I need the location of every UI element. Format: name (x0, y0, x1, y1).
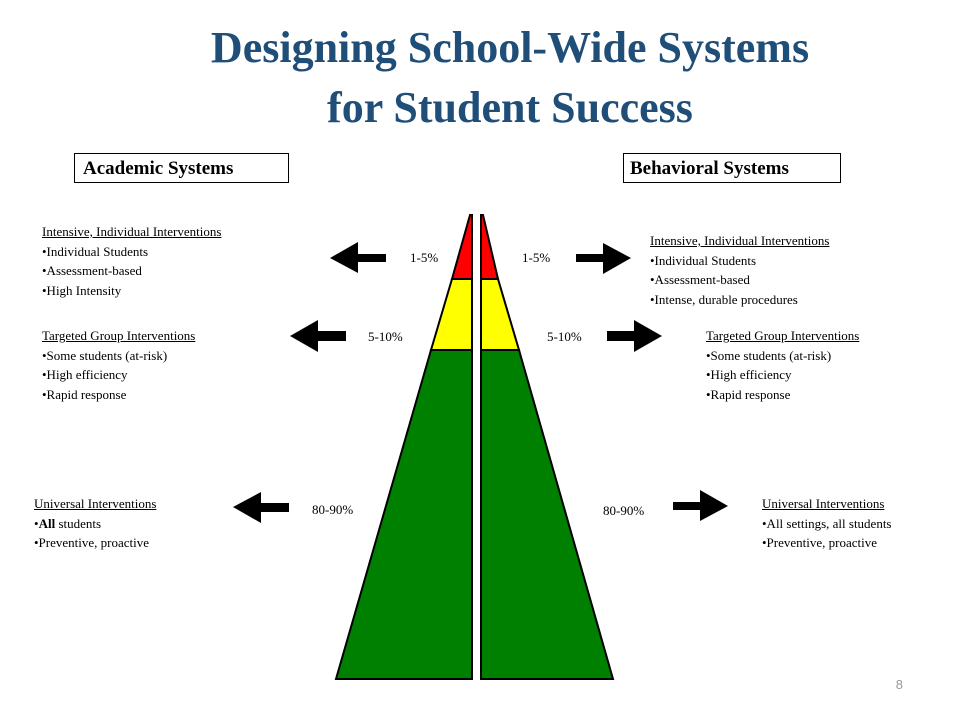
behavioral-targeted-percent: 5-10% (547, 329, 582, 344)
bullet-emphasis: All (38, 515, 56, 531)
behavioral-universal-bullet: •Preventive, proactive (762, 535, 878, 550)
behavioral-universal-percent: 80-90% (603, 503, 645, 518)
behavioral-targeted-bullet: •Some students (at-risk) (706, 347, 832, 363)
academic-intensive-block: Intensive, Individual Interventions •Ind… (42, 222, 221, 300)
behavioral-systems-header: Behavioral Systems (623, 153, 841, 183)
behavioral-intensive-bullet: •Individual Students (650, 252, 757, 268)
academic-targeted-heading: Targeted Group Interventions (42, 328, 196, 343)
slide-title-line-2: for Student Success (327, 83, 693, 132)
academic-universal-heading: Universal Interventions (34, 496, 157, 511)
behavioral-tier-targeted-segment (480, 278, 521, 351)
behavioral-universal-arrow-icon (673, 490, 728, 521)
academic-intensive-bullet: •Assessment-based (42, 263, 142, 278)
academic-targeted-arrow-icon (290, 320, 346, 352)
academic-targeted-bullet: •High efficiency (42, 367, 128, 382)
academic-intensive-bullet: •High Intensity (42, 282, 122, 298)
behavioral-universal-heading: Universal Interventions (762, 496, 885, 511)
behavioral-tier-universal-segment (480, 349, 615, 680)
behavioral-targeted-heading: Targeted Group Interventions (706, 328, 860, 343)
behavioral-targeted-bullet: •Rapid response (706, 386, 791, 402)
behavioral-intensive-heading: Intensive, Individual Interventions (650, 233, 830, 248)
academic-universal-block: Universal Interventions •All students •P… (34, 494, 156, 553)
academic-targeted-block: Targeted Group Interventions •Some stude… (42, 326, 195, 404)
academic-tier-universal-segment (334, 349, 473, 680)
academic-targeted-percent: 5-10% (368, 329, 403, 344)
behavioral-targeted-arrow-icon (607, 320, 662, 352)
behavioral-targeted-block: Targeted Group Interventions •Some stude… (706, 326, 859, 404)
behavioral-universal-bullet: •All settings, all students (762, 515, 892, 531)
academic-tier-intensive-segment (450, 214, 473, 280)
behavioral-intensive-percent: 1-5% (522, 250, 551, 265)
behavioral-tier-intensive-segment (480, 214, 500, 280)
academic-intensive-percent: 1-5% (410, 250, 439, 265)
academic-systems-header: Academic Systems (74, 153, 289, 183)
behavioral-intensive-bullet: •Intense, durable procedures (650, 291, 798, 307)
behavioral-universal-block: Universal Interventions •All settings, a… (762, 494, 892, 553)
behavioral-intensive-bullet: •Assessment-based (650, 272, 750, 287)
academic-universal-percent: 80-90% (312, 502, 354, 517)
academic-intensive-bullet: •Individual Students (42, 243, 149, 259)
bullet-marker: • (34, 515, 39, 531)
academic-intensive-heading: Intensive, Individual Interventions (42, 224, 222, 239)
page-number: 8 (895, 677, 903, 692)
behavioral-targeted-bullet: •High efficiency (706, 367, 792, 382)
academic-universal-bullet: •All students (34, 514, 156, 534)
bullet-text: students (55, 515, 102, 531)
academic-tier-targeted-segment (429, 278, 473, 351)
behavioral-intensive-arrow-icon (576, 243, 631, 274)
academic-universal-arrow-icon (233, 492, 289, 523)
behavioral-intensive-block: Intensive, Individual Interventions •Ind… (650, 231, 829, 309)
academic-targeted-bullet: •Some students (at-risk) (42, 347, 168, 363)
slide-title-line-1: Designing School-Wide Systems (210, 23, 810, 72)
academic-universal-bullet: •Preventive, proactive (34, 535, 150, 550)
academic-intensive-arrow-icon (330, 242, 386, 273)
academic-targeted-bullet: •Rapid response (42, 386, 127, 402)
